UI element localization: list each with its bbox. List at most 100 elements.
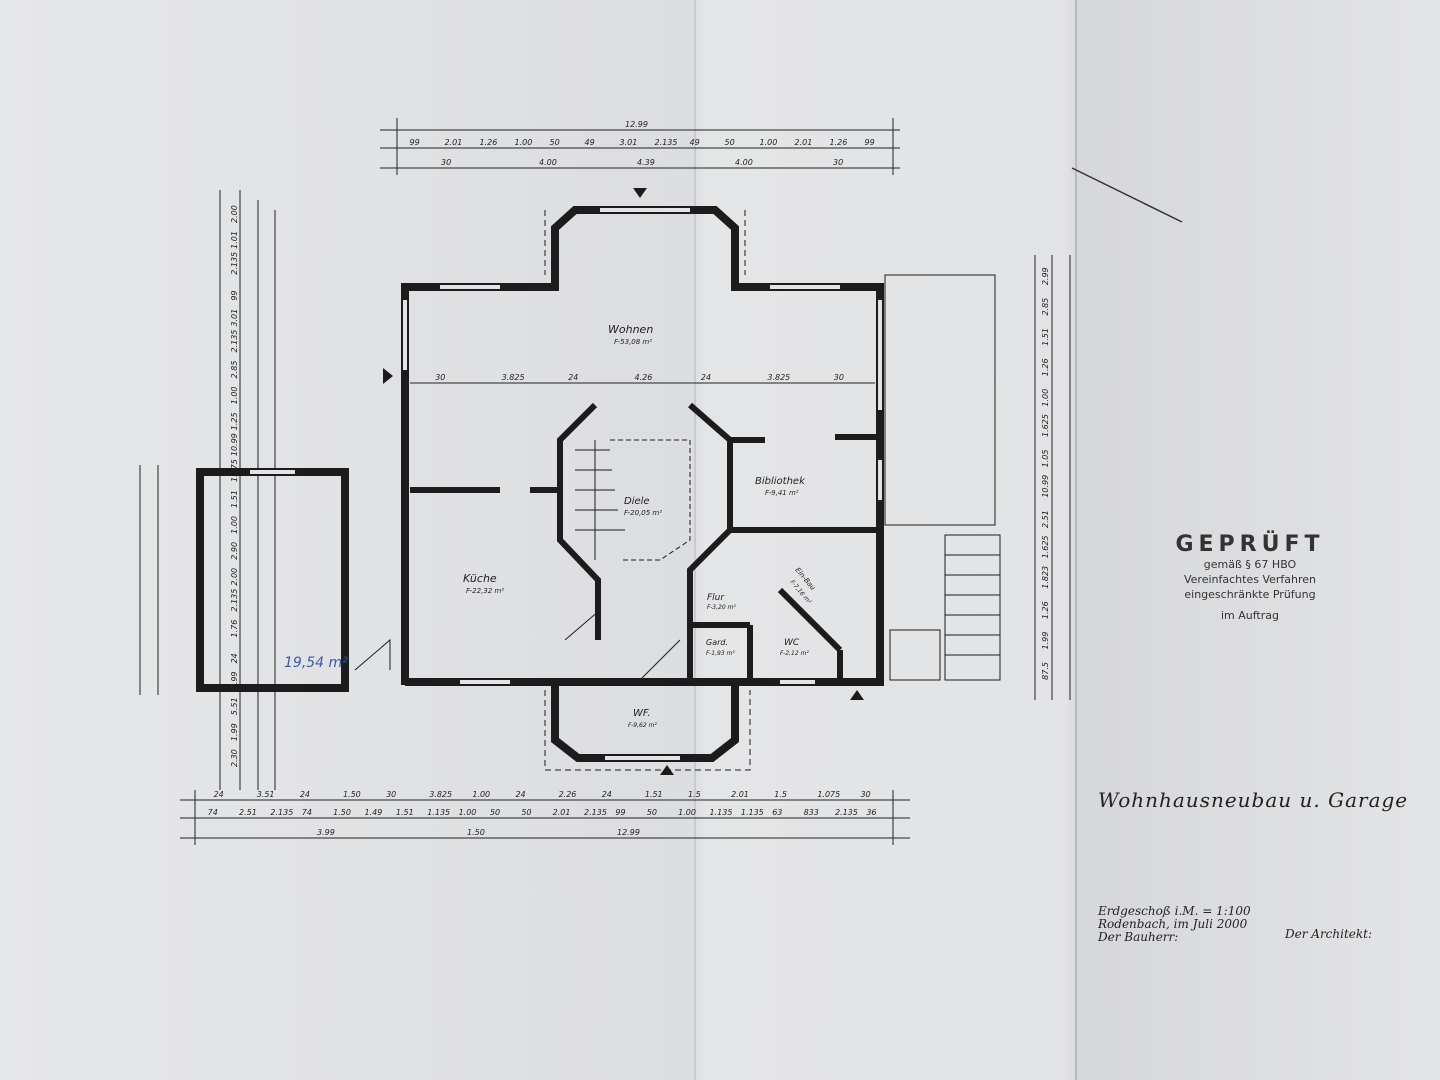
dimension-label: 3.01 bbox=[230, 309, 239, 327]
dimension-label: 1.135 bbox=[741, 808, 764, 817]
room-kueche-name: Küche bbox=[463, 572, 497, 585]
dimension-label: 1.50 bbox=[333, 808, 351, 817]
dimension-label: 10.99 bbox=[230, 433, 239, 456]
room-wc-name: WC bbox=[784, 638, 800, 648]
dimension-label: 2.01 bbox=[731, 790, 749, 799]
dimension-label: 30 bbox=[435, 373, 445, 382]
pen-stroke bbox=[1071, 167, 1183, 223]
dimension-label: 1.135 bbox=[427, 808, 450, 817]
dimension-label: 4.00 bbox=[735, 158, 753, 167]
place-date-line: Rodenbach, im Juli 2000 bbox=[1098, 917, 1248, 931]
marker-triangle-icon bbox=[850, 690, 864, 700]
dimension-label: 3.99 bbox=[317, 828, 335, 837]
stamp-line2: Vereinfachtes Verfahren bbox=[1183, 573, 1317, 586]
title-block: Erdgeschoß i.M. = 1:100 Rodenbach, im Ju… bbox=[1098, 905, 1251, 944]
dimension-label: 1.00 bbox=[1041, 389, 1050, 407]
dim-top-total: 12.99 bbox=[625, 120, 648, 129]
room-flur-name: Flur bbox=[707, 593, 725, 603]
dimension-label: 24 bbox=[515, 790, 525, 799]
architekt-label: Der Architekt: bbox=[1285, 927, 1373, 941]
room-bibliothek-name: Bibliothek bbox=[755, 476, 806, 487]
dimension-label: 1.50 bbox=[343, 790, 361, 799]
dimension-label: 1.51 bbox=[645, 790, 663, 799]
dimension-label: 2.51 bbox=[239, 808, 257, 817]
dim-right: 2.992.851.511.261.001.6251.0510.992.511.… bbox=[1041, 267, 1050, 679]
stair-and-details bbox=[354, 210, 1001, 771]
room-wc-area: F-2,12 m² bbox=[780, 650, 809, 657]
dimension-label: 2.135 bbox=[270, 808, 293, 817]
dimension-label: 2.26 bbox=[559, 790, 577, 799]
dimension-label: 1.075 bbox=[817, 790, 840, 799]
stamp-line3: eingeschränkte Prüfung bbox=[1184, 588, 1316, 601]
dimension-label: 50 bbox=[521, 808, 531, 817]
dimension-label: 1.01 bbox=[230, 231, 239, 249]
dimension-label: 2.135 bbox=[835, 808, 858, 817]
dimension-label: 50 bbox=[550, 138, 560, 147]
dimension-label: 3.51 bbox=[257, 790, 275, 799]
dimension-label: 1.00 bbox=[230, 387, 239, 405]
dimension-label: 1.99 bbox=[1041, 632, 1050, 650]
dimension-label: 2.01 bbox=[553, 808, 571, 817]
dimension-label: 24 bbox=[214, 790, 224, 799]
dimension-label: 87.5 bbox=[1041, 662, 1050, 680]
dimension-label: 5.99 bbox=[230, 672, 239, 690]
approval-stamp: GEPRÜFT gemäß § 67 HBO Vereinfachtes Ver… bbox=[1120, 532, 1380, 623]
dimension-label: 1.625 bbox=[1041, 535, 1050, 558]
section-markers bbox=[383, 188, 864, 775]
dimension-label: 1.26 bbox=[1041, 601, 1050, 619]
dimension-label: 30 bbox=[834, 373, 844, 382]
stamp-line1: gemäß § 67 HBO bbox=[1203, 558, 1297, 571]
dimension-label: 99 bbox=[865, 138, 875, 147]
dimension-label: 2.99 bbox=[1041, 267, 1050, 285]
dimension-label: 1.26 bbox=[1041, 358, 1050, 376]
dimension-label: 1.49 bbox=[365, 808, 383, 817]
dimension-label: 2.135 bbox=[584, 808, 607, 817]
dimension-label: 1.26 bbox=[830, 138, 848, 147]
dimension-label: 24 bbox=[701, 373, 711, 382]
room-flur-area: F-3,20 m² bbox=[707, 604, 736, 611]
dimension-label: 833 bbox=[804, 808, 819, 817]
dimension-label: 24 bbox=[230, 653, 239, 663]
dimension-label: 2.01 bbox=[445, 138, 463, 147]
dimension-label: 2.135 bbox=[230, 589, 239, 612]
room-diele-area: F-20,05 m² bbox=[624, 509, 662, 517]
dimension-label: 2.30 bbox=[230, 749, 239, 767]
garage-area-annotation: 19,54 m² bbox=[284, 655, 348, 671]
dimension-label: 1.375 bbox=[230, 459, 239, 482]
dimension-label: 24 bbox=[568, 373, 578, 382]
dimension-label: 74 bbox=[208, 808, 218, 817]
dimension-label: 1.625 bbox=[1041, 414, 1050, 437]
dimension-label: 4.00 bbox=[539, 158, 557, 167]
dimension-label: 1.50 bbox=[467, 828, 485, 837]
dimension-label: 1.135 bbox=[710, 808, 733, 817]
dimension-label: 1.00 bbox=[472, 790, 490, 799]
room-diele-name: Diele bbox=[624, 496, 650, 507]
dimension-label: 49 bbox=[690, 138, 700, 147]
dimension-label: 5.51 bbox=[230, 697, 239, 715]
bauherr-label: Der Bauherr: bbox=[1098, 930, 1179, 944]
dimension-label: 24 bbox=[300, 790, 310, 799]
dimension-label: 3.825 bbox=[767, 373, 790, 382]
dimension-label: 2.00 bbox=[230, 568, 239, 586]
dimension-label: 10.99 bbox=[1041, 475, 1050, 498]
dimension-label: 50 bbox=[490, 808, 500, 817]
dimension-label: 1.51 bbox=[396, 808, 414, 817]
dimension-label: 2.135 bbox=[655, 138, 678, 147]
dimension-label: 2.01 bbox=[795, 138, 813, 147]
dimension-label: 50 bbox=[725, 138, 735, 147]
room-gard-area: F-1,93 m² bbox=[706, 650, 735, 657]
dimension-label: 36 bbox=[866, 808, 876, 817]
dimension-label: 1.25 bbox=[230, 412, 239, 430]
dimension-label: 99 bbox=[410, 138, 420, 147]
dimension-label: 2.85 bbox=[230, 361, 239, 379]
dimension-label: 30 bbox=[833, 158, 843, 167]
dimension-label: 74 bbox=[302, 808, 312, 817]
scale-line: Erdgeschoß i.M. = 1:100 bbox=[1098, 904, 1251, 918]
dimension-label: 1.76 bbox=[230, 620, 239, 638]
dimension-label: 2.135 bbox=[230, 330, 239, 353]
marker-triangle-icon bbox=[633, 188, 647, 198]
